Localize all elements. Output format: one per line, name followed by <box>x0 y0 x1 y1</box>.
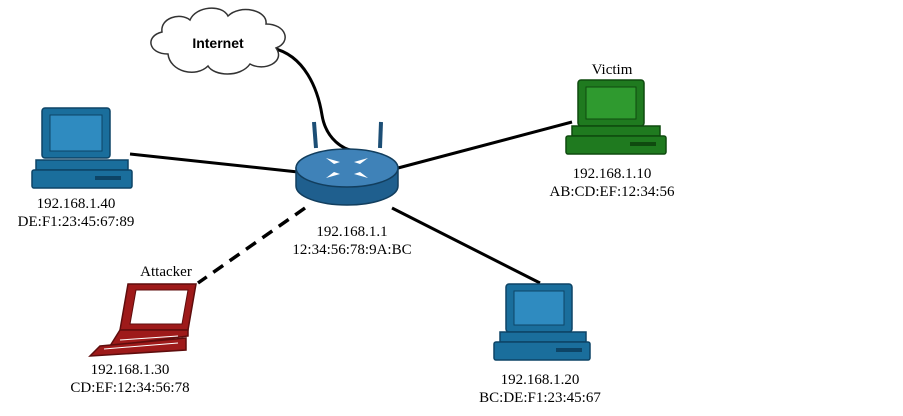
victim-ip: 192.168.1.10 <box>573 166 652 182</box>
attacker-host: Attacker 192.168.1.30 CD:EF:12:34:56:78 <box>70 264 197 396</box>
victim-mac: AB:CD:EF:12:34:56 <box>549 184 675 200</box>
link-router-victim <box>397 120 573 170</box>
internet-cloud: Internet <box>150 7 286 75</box>
desktop-computer-icon <box>31 107 133 189</box>
host-bottom: 192.168.1.20 BC:DE:F1:23:45:67 <box>479 283 601 406</box>
attacker-label: Attacker <box>140 264 192 280</box>
links <box>129 46 573 285</box>
desktop-computer-icon <box>493 283 591 361</box>
desktop-computer-icon <box>565 79 667 155</box>
link-router-host-bottom <box>391 206 541 285</box>
victim-label: Victim <box>592 62 633 78</box>
router-ip: 192.168.1.1 <box>316 224 387 240</box>
link-router-internet <box>271 46 353 152</box>
attacker-mac: CD:EF:12:34:56:78 <box>70 380 189 396</box>
link-router-attacker <box>196 206 307 285</box>
host-bottom-ip: 192.168.1.20 <box>501 372 580 388</box>
router-mac: 12:34:56:78:9A:BC <box>292 242 411 258</box>
victim-host: Victim 192.168.1.10 AB:CD:EF:12:34:56 <box>549 62 675 200</box>
host-left-mac: DE:F1:23:45:67:89 <box>18 214 135 230</box>
host-left-ip: 192.168.1.40 <box>37 196 116 212</box>
cloud-icon <box>150 7 286 75</box>
link-router-host-left <box>129 152 299 174</box>
router: 192.168.1.1 12:34:56:78:9A:BC <box>292 121 412 258</box>
internet-label: Internet <box>192 35 244 51</box>
router-icon <box>295 121 399 206</box>
host-left: 192.168.1.40 DE:F1:23:45:67:89 <box>18 107 135 230</box>
attacker-ip: 192.168.1.30 <box>91 362 170 378</box>
host-bottom-mac: BC:DE:F1:23:45:67 <box>479 390 601 406</box>
laptop-icon <box>88 283 197 357</box>
